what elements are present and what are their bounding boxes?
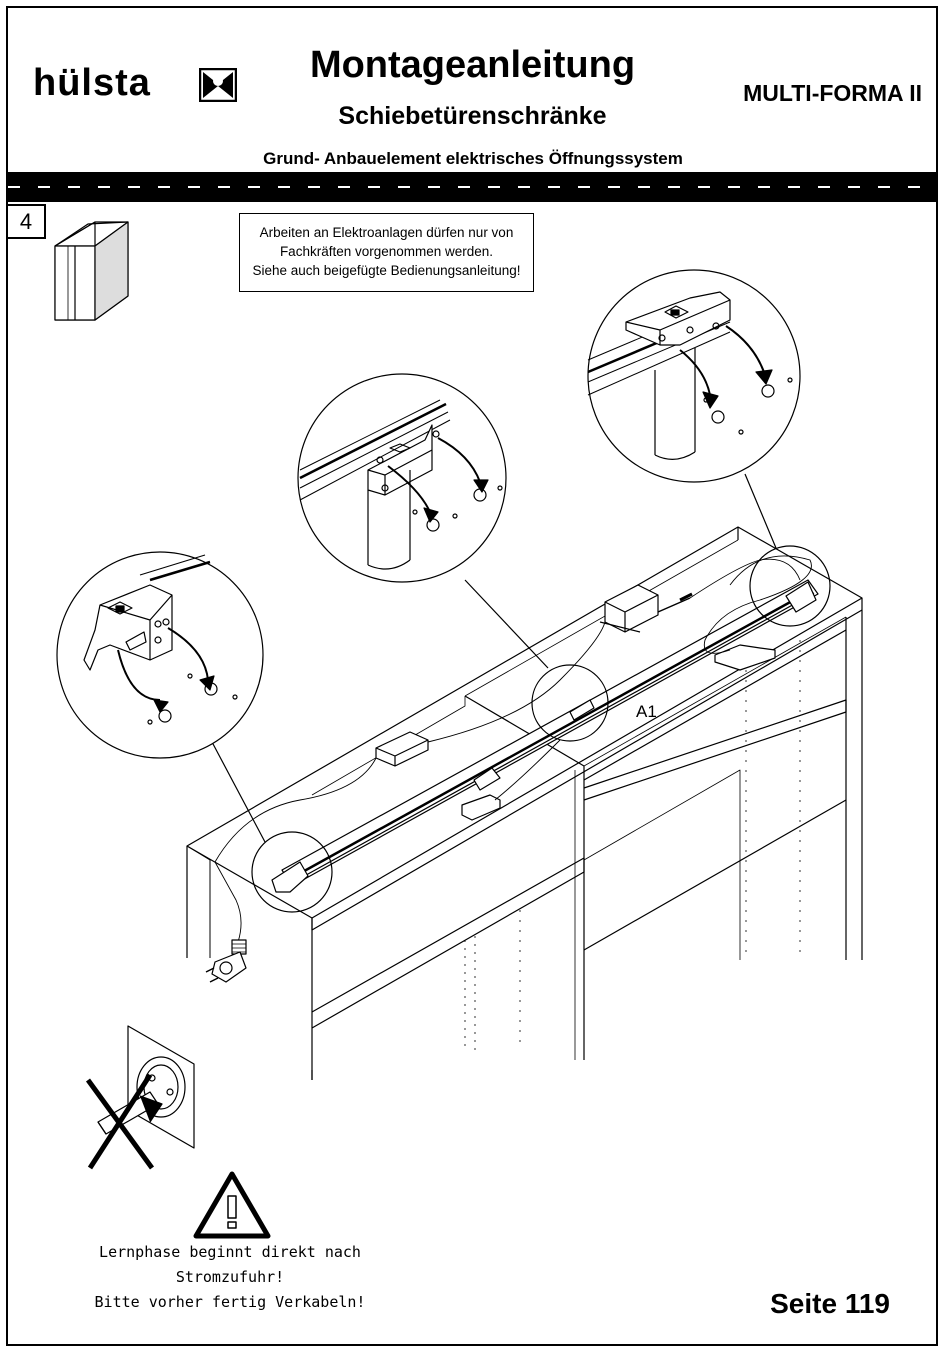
page-subtitle: Schiebetürenschränke [338, 102, 607, 130]
wardrobe-thumbnail-icon [54, 221, 129, 321]
leader-line-right [744, 473, 777, 549]
bracket-right [714, 644, 776, 671]
door-rail [271, 579, 819, 893]
label-a1: A1 [636, 702, 657, 721]
notice-line-1: Arbeiten an Elektroanlagen dürfen nur vo… [259, 225, 514, 240]
notice-line-2: Fachkräften vorgenommen werden. [279, 244, 494, 259]
detail-view-left [56, 551, 264, 759]
warning-line-3: Bitte vorher fertig Verkabeln! [94, 1293, 366, 1311]
leader-line-middle [464, 579, 549, 669]
wardrobe-carcass [186, 526, 863, 1080]
notice-line-3: Siehe auch beigefügte Bedienungsanleitun… [252, 263, 521, 278]
section-headline: Grund- Anbauelement elektrisches Öffnung… [263, 149, 683, 168]
warning-triangle-icon [193, 1171, 271, 1239]
zoom-marker-right [749, 545, 831, 627]
product-name: MULTI-FORMA II [743, 80, 922, 106]
socket-no-plug-icon [85, 1025, 195, 1170]
detail-view-middle [297, 373, 507, 583]
zoom-marker-middle [531, 664, 609, 742]
page-number: Seite 119 [770, 1288, 890, 1319]
bracket-center [461, 794, 501, 821]
zoom-marker-left [251, 831, 333, 913]
warning-line-2: Stromzufuhr! [175, 1268, 285, 1286]
power-plug-icon [205, 939, 247, 983]
leader-line-left [211, 741, 266, 843]
detail-view-right [587, 269, 801, 483]
warning-line-1: Lernphase beginnt direkt nach [99, 1243, 361, 1261]
brand-logo-icon [199, 68, 237, 102]
header-band-dash [8, 186, 938, 188]
page-title: Montageanleitung [309, 44, 636, 86]
motor-box [599, 584, 693, 633]
electrician-notice: Arbeiten an Elektroanlagen dürfen nur vo… [239, 213, 534, 292]
page-frame [6, 6, 938, 1346]
brand-logo-text: hülsta [33, 62, 151, 104]
learning-phase-warning: Lernphase beginnt direkt nach Stromzufuh… [90, 1240, 370, 1315]
step-number: 4 [8, 204, 46, 239]
power-cable [214, 861, 242, 943]
